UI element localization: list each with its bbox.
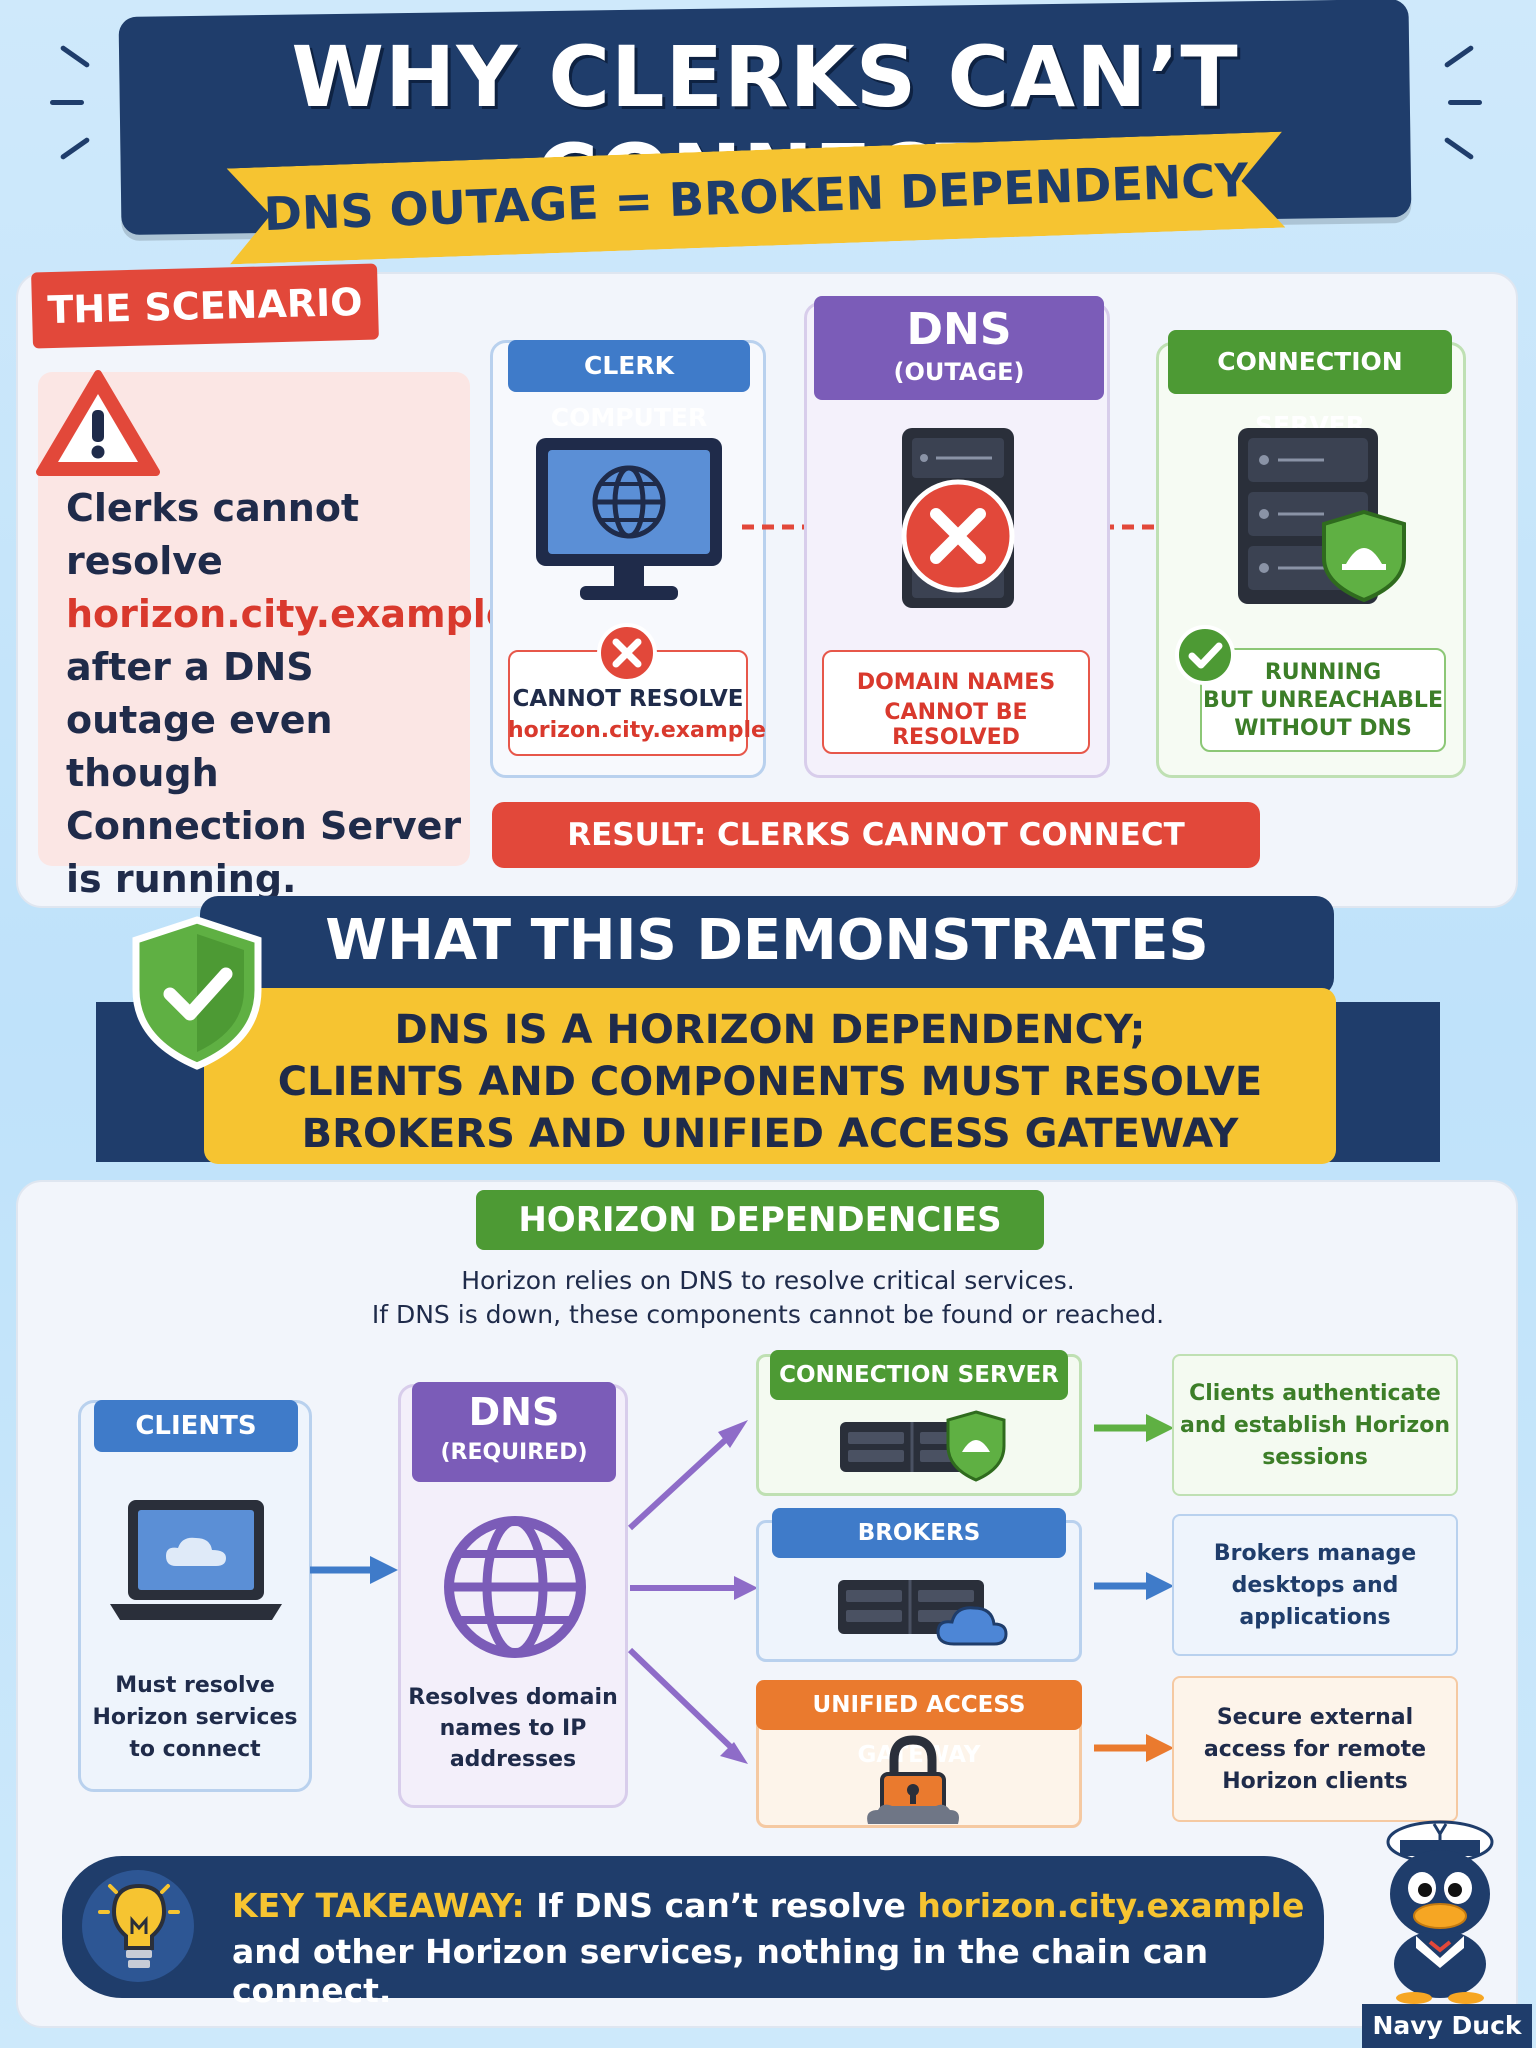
outcome-connection-server-card <box>1172 1354 1458 1496</box>
spark-decoration <box>1443 44 1475 69</box>
server-cloud-icon <box>838 1580 1008 1646</box>
demonstrates-title: WHAT THIS DEMONSTRATES <box>325 908 1209 973</box>
shield-check-icon <box>132 916 262 1070</box>
outcome-connection-server-text: Clients authenticate and establish Horiz… <box>1179 1381 1451 1470</box>
demonstrates-title-bar <box>200 896 1334 996</box>
clerk-computer-header: CLERK COMPUTER <box>508 340 750 432</box>
demonstrates-text: DNS IS A HORIZON DEPENDENCY; CLIENTS AND… <box>204 1004 1336 1160</box>
service-uag-header: UNIFIED ACCESS GATEWAY <box>756 1680 1082 1768</box>
dependencies-description: Horizon relies on DNS to resolve critica… <box>461 1266 1075 1295</box>
dns-outage-subtitle: (OUTAGE) <box>893 358 1025 386</box>
clients-description: Must resolve Horizon services to connect <box>92 1673 298 1762</box>
outcome-brokers-text: Brokers manage desktops and applications <box>1213 1541 1417 1630</box>
lock-icon <box>867 1735 959 1824</box>
dependencies-tag: HORIZON DEPENDENCIES <box>476 1190 1044 1250</box>
globe-icon <box>444 1516 586 1658</box>
navy-duck-mascot-icon <box>1386 1820 1494 2004</box>
dns-required-description: Resolves domain names to IP addresses <box>408 1685 618 1772</box>
connection-server-status-box <box>1200 648 1446 752</box>
key-takeaway-label: KEY TAKEAWAY: <box>232 1886 525 1925</box>
dns-status-text: DOMAIN NAMES <box>856 670 1056 695</box>
warning-icon <box>36 370 160 476</box>
dns-outage-title: DNS <box>906 304 1012 355</box>
dns-outage-header <box>814 296 1104 400</box>
server-error-icon <box>901 428 1015 608</box>
outcome-uag-card <box>1172 1676 1458 1822</box>
key-takeaway-text-part: If DNS can’t resolve <box>524 1886 918 1925</box>
dns-status-text: CANNOT BE RESOLVED <box>884 700 1028 750</box>
clients-header: CLIENTS <box>94 1400 298 1452</box>
demonstrates-callout <box>204 988 1336 1164</box>
spark-decoration <box>50 100 84 105</box>
mascot-label: Navy Duck <box>1362 2004 1532 2048</box>
clerk-status-text: CANNOT RESOLVE <box>512 686 744 712</box>
arrow-right-icon <box>1094 1734 1174 1762</box>
spark-decoration <box>59 44 91 69</box>
outcome-brokers-card <box>1172 1514 1458 1656</box>
scenario-description: Clerks cannot resolve horizon.city.examp… <box>66 482 512 906</box>
dns-status-box <box>822 650 1090 754</box>
arrow-right-icon <box>1094 1572 1174 1600</box>
scenario-tag: THE SCENARIO <box>31 263 379 349</box>
arrow-right-icon <box>310 1556 398 1584</box>
dns-required-subtitle: (REQUIRED) <box>440 1440 588 1465</box>
spark-decoration <box>59 136 91 161</box>
scenario-text-line: Clerks cannot resolve <box>66 486 360 583</box>
connection-server-header: CONNECTION SERVER <box>1168 330 1452 440</box>
key-takeaway-text: KEY TAKEAWAY: If DNS can’t resolve horiz… <box>232 1886 1312 1925</box>
clerk-status-domain: horizon.city.example <box>508 718 766 743</box>
laptop-cloud-icon <box>110 1500 282 1620</box>
result-banner: RESULT: CLERKS CANNOT CONNECT <box>492 802 1260 868</box>
key-takeaway-domain: horizon.city.example <box>917 1886 1305 1925</box>
branch-arrows-icon <box>627 1420 758 1764</box>
dependencies-description: If DNS is down, these components cannot … <box>371 1300 1165 1329</box>
check-icon <box>1175 625 1235 685</box>
demonstrates-line: BROKERS AND UNIFIED ACCESS GATEWAY <box>301 1111 1239 1157</box>
outcome-uag-text: Secure external access for remote Horizo… <box>1203 1705 1427 1794</box>
scenario-text-line: after a DNS outage even though Connectio… <box>66 645 462 901</box>
key-takeaway-bar <box>62 1856 1324 1998</box>
arrow-right-icon <box>1094 1414 1174 1442</box>
connection-server-status-text: RUNNING <box>1264 660 1382 685</box>
server-shield-icon <box>840 1410 1006 1482</box>
key-takeaway-text-part: and other Horizon services, nothing in t… <box>232 1932 1209 2010</box>
connection-server-status-text: BUT UNREACHABLE <box>1203 688 1443 713</box>
scenario-domain: horizon.city.example <box>66 592 512 636</box>
service-connection-server-header: CONNECTION SERVER <box>770 1350 1068 1400</box>
spark-decoration <box>1448 100 1482 105</box>
server-rack-icon <box>1238 428 1406 604</box>
service-brokers-header: BROKERS <box>772 1508 1066 1558</box>
error-x-icon <box>597 623 657 683</box>
spark-decoration <box>1443 136 1475 161</box>
dns-required-title: DNS <box>468 1390 560 1434</box>
demonstrates-line: CLIENTS AND COMPONENTS MUST RESOLVE <box>277 1059 1263 1105</box>
connection-server-status-text: WITHOUT DNS <box>1234 716 1412 741</box>
monitor-globe-icon <box>536 438 722 600</box>
lightbulb-icon <box>98 1883 180 1968</box>
dns-required-header <box>412 1382 616 1482</box>
demonstrates-line: DNS IS A HORIZON DEPENDENCY; <box>394 1007 1146 1053</box>
